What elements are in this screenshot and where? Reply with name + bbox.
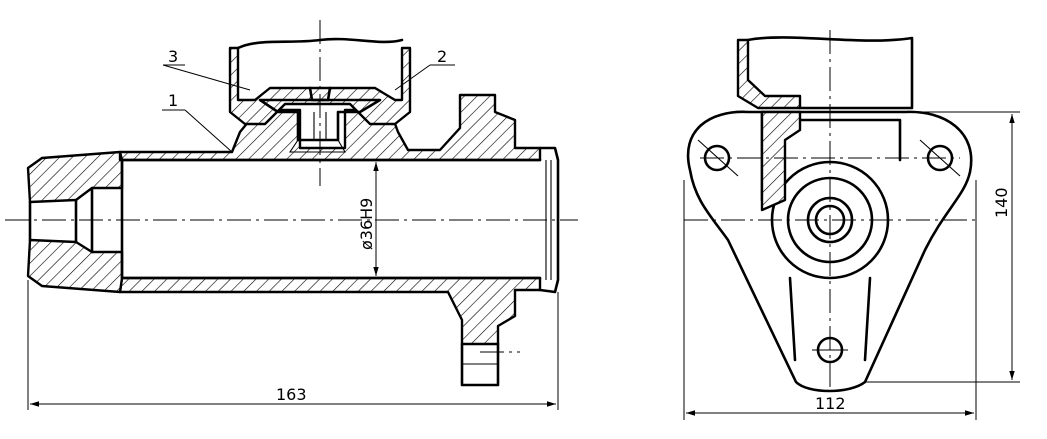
section-view (5, 20, 578, 387)
width-dim-label: 112 (815, 394, 846, 413)
callout-2: 2 (437, 47, 447, 66)
height-dimension: 140 (865, 111, 1020, 383)
body-wall-bottom (118, 276, 542, 346)
callout-1: 1 (168, 91, 178, 110)
callout-3: 3 (168, 47, 178, 66)
nose-hatch-lower (26, 238, 124, 294)
width-dimension: 112 (683, 180, 977, 420)
bore (120, 158, 542, 280)
bore-dimension: ø36H9 (357, 162, 379, 276)
reservoir-wall (228, 46, 412, 126)
length-dim-label: 163 (276, 385, 307, 404)
bore-dim-label: ø36H9 (357, 198, 376, 250)
height-dim-label: 140 (992, 187, 1011, 218)
flange-outline (686, 110, 973, 393)
nose-hatch (26, 150, 124, 204)
length-dimension: 163 (27, 280, 559, 410)
end-view (684, 30, 980, 393)
callouts: 3 1 2 (162, 47, 455, 153)
end-reservoir (736, 38, 802, 110)
